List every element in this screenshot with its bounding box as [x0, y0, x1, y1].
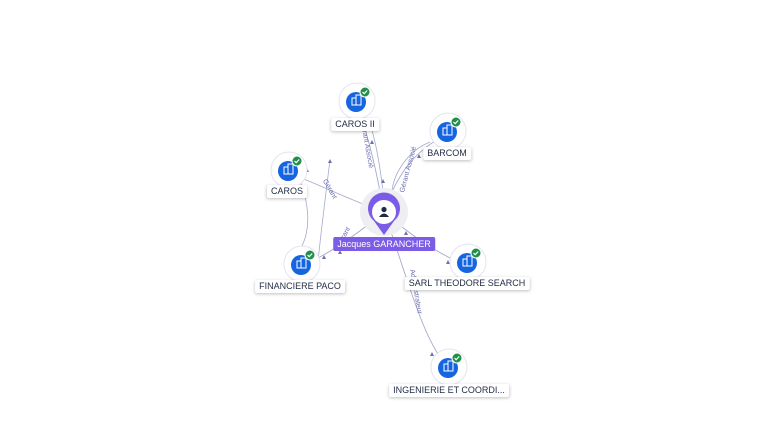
- company-label-sarl: SARL THEODORE SEARCH: [404, 277, 530, 290]
- check-icon: [307, 253, 313, 258]
- edge-line-extra: [391, 141, 431, 191]
- edge-arrow: [381, 179, 385, 183]
- company-node-caros2[interactable]: [338, 82, 376, 120]
- edge-arrow: [446, 260, 450, 264]
- company-label-ingenierie: INGENIERIE ET COORDI...: [389, 384, 509, 397]
- edge-label-ingenierie: Administrateur: [408, 269, 423, 315]
- edge-arrow: [338, 250, 342, 254]
- building-icon: [443, 360, 454, 372]
- building-icon: [296, 257, 307, 269]
- building-icon: [351, 94, 362, 106]
- company-label-barcom: BARCOM: [423, 147, 471, 160]
- edge-arrow: [417, 154, 421, 158]
- edge-arrow: [430, 352, 434, 356]
- check-icon: [453, 120, 459, 125]
- company-node-sarl[interactable]: [449, 243, 487, 281]
- company-node-barcom[interactable]: [429, 112, 467, 150]
- person-name-label: Jacques GARANCHER: [333, 237, 435, 251]
- company-label-caros2: CAROS II: [331, 118, 379, 131]
- company-node-ingenierie[interactable]: [430, 348, 468, 386]
- check-icon: [294, 159, 300, 164]
- edge-label-barcom: Gérant Associé: [399, 146, 418, 194]
- edge-arrow: [322, 255, 326, 259]
- nodes-layer: [270, 82, 487, 386]
- company-node-paco[interactable]: [283, 245, 321, 283]
- check-icon: [473, 251, 479, 256]
- company-label-caros: CAROS: [266, 185, 308, 198]
- user-icon: [379, 206, 389, 217]
- company-node-caros[interactable]: [270, 151, 308, 189]
- check-icon: [362, 90, 368, 95]
- edge-arrow: [328, 159, 332, 163]
- edge-line-extra: [317, 159, 331, 263]
- person-node[interactable]: [360, 188, 408, 236]
- building-icon: [462, 255, 473, 267]
- company-label-paco: FINANCIERE PACO: [255, 280, 345, 293]
- check-icon: [454, 356, 460, 361]
- edge-arrow: [370, 140, 374, 144]
- building-icon: [442, 124, 453, 136]
- edge-label-caros: Gérant: [321, 178, 338, 200]
- edge-arrow: [404, 231, 408, 235]
- building-icon: [283, 163, 294, 175]
